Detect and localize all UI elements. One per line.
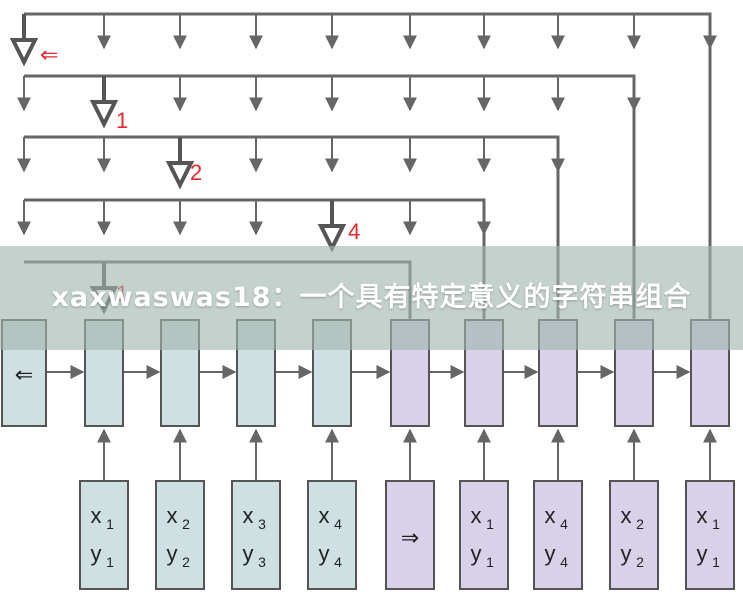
pointer-label-layer-3: 2 [190, 160, 202, 185]
input-x-value: x [471, 503, 482, 528]
input-x-value: x [621, 503, 632, 528]
input-x-index: 1 [712, 516, 720, 532]
title-banner: xaxwaswas18：一个具有特定意义的字符串组合 [0, 246, 743, 350]
input-y-index: 1 [106, 554, 114, 570]
pointer-arrow-icon [89, 76, 119, 129]
input-connections [97, 428, 717, 481]
input-x-value: x [91, 503, 102, 528]
input-y-index: 3 [258, 554, 266, 570]
input-x-index: 2 [182, 516, 190, 532]
pointer-arrow-icon [165, 137, 195, 190]
state-box-symbol: ⇐ [15, 362, 33, 387]
input-y-value: y [319, 541, 330, 566]
input-y-value: y [243, 541, 254, 566]
input-y-value: y [697, 541, 708, 566]
attention-arrows [17, 14, 717, 236]
input-y-value: y [621, 541, 632, 566]
pointer-arrow-icon [317, 200, 347, 253]
input-x-index: 1 [106, 516, 114, 532]
pointer-label-layer-4: 4 [348, 219, 360, 244]
input-x-index: 4 [334, 516, 342, 532]
input-y-index: 2 [636, 554, 644, 570]
input-y-value: y [545, 541, 556, 566]
input-y-index: 1 [486, 554, 494, 570]
input-x-index: 4 [560, 516, 568, 532]
input-y-index: 2 [182, 554, 190, 570]
input-box-symbol: ⇒ [401, 525, 419, 550]
input-x-value: x [243, 503, 254, 528]
input-y-value: y [91, 541, 102, 566]
input-box: ⇒ [385, 480, 435, 590]
input-x-value: x [545, 503, 556, 528]
input-y-index: 4 [334, 554, 342, 570]
pointer-label-layer-1: ⇐ [40, 42, 58, 67]
input-x-index: 3 [258, 516, 266, 532]
banner-title: xaxwaswas18：一个具有特定意义的字符串组合 [51, 282, 692, 313]
input-x-index: 1 [486, 516, 494, 532]
pointer-arrow-icon [9, 14, 39, 67]
pointer-label-layer-2: 1 [116, 108, 128, 133]
input-y-value: y [471, 541, 482, 566]
input-y-index: 1 [712, 554, 720, 570]
input-x-value: x [167, 503, 178, 528]
input-y-index: 4 [560, 554, 568, 570]
input-x-value: x [697, 503, 708, 528]
input-x-value: x [319, 503, 330, 528]
input-x-index: 2 [636, 516, 644, 532]
input-y-value: y [167, 541, 178, 566]
